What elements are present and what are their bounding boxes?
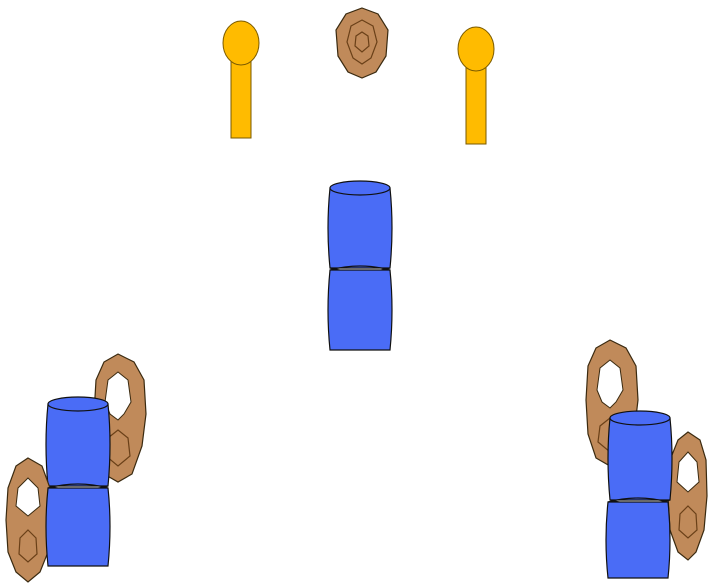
pin-left [223,21,259,138]
barrel-left-bottom [46,484,110,566]
figure-right-lower [668,432,707,560]
barrel-left-top [46,397,110,490]
pin-right [458,27,494,144]
figure-left-lower [6,458,52,582]
barrel-right-bottom [606,498,670,578]
barrel-center-bottom [328,266,392,350]
barrel-right-top [608,411,672,504]
barrel-center-top [328,181,392,272]
figure-top [336,8,388,78]
